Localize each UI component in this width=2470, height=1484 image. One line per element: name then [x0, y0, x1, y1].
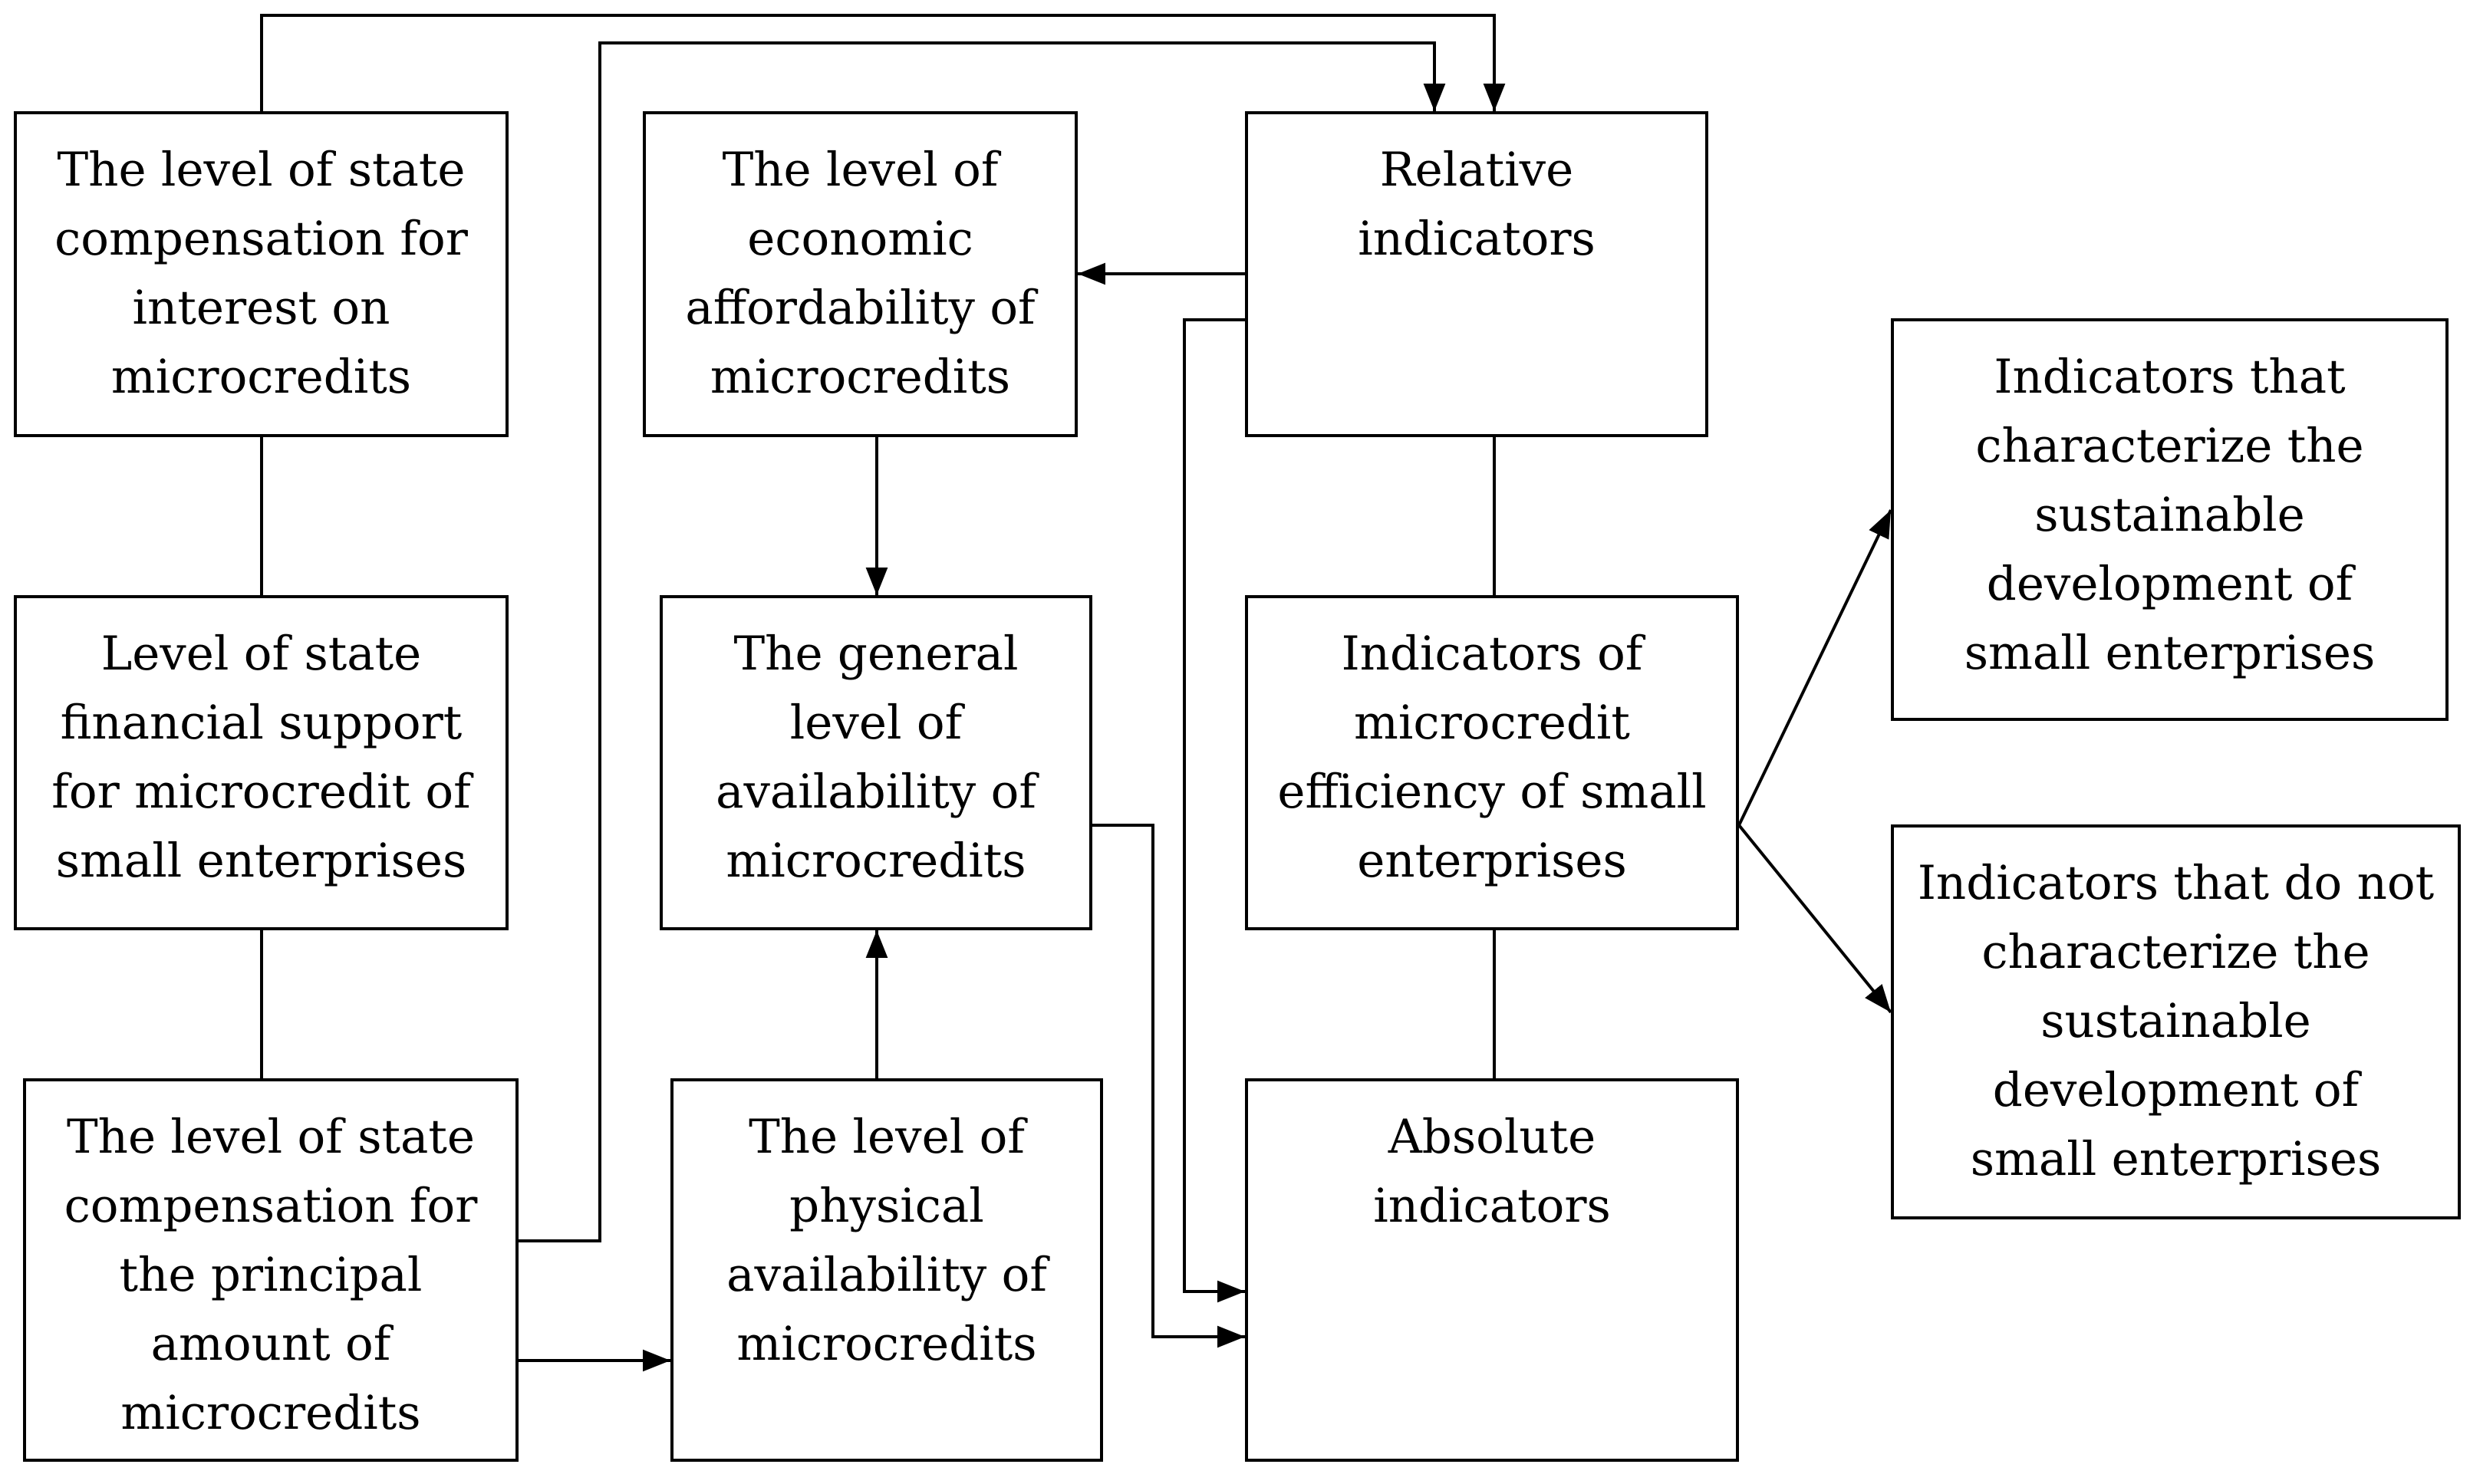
label-physical-availability: The level of physical availability of mi…	[726, 1110, 1047, 1371]
arrow-general-to-absolute	[1092, 824, 1245, 1348]
box-sustainable-not-characterizing: Indicators that do not characterize the …	[1891, 824, 2461, 1219]
box-state-compensation-principal: The level of state compensation for the …	[23, 1078, 519, 1462]
box-relative-indicators: Relative indicators	[1245, 111, 1708, 437]
box-state-financial-support: Level of state financial support for mic…	[14, 595, 509, 930]
box-absolute-indicators: Absolute indicators	[1245, 1078, 1739, 1462]
label-state-compensation-principal: The level of state compensation for the …	[64, 1110, 478, 1440]
arrow-efficiency-to-characterizing	[1737, 509, 1892, 826]
label-sustainable-not-characterizing: Indicators that do not characterize the …	[1917, 856, 2435, 1186]
box-general-availability: The general level of availability of mic…	[660, 595, 1092, 930]
box-sustainable-characterizing: Indicators that characterize the sustain…	[1891, 318, 2449, 721]
box-efficiency-indicators: Indicators of microcredit efficiency of …	[1245, 595, 1739, 930]
arrow-principal-to-relative	[519, 41, 1446, 1242]
label-general-availability: The general level of availability of mic…	[716, 627, 1036, 888]
box-state-compensation-interest: The level of state compensation for inte…	[14, 111, 509, 437]
box-physical-availability: The level of physical availability of mi…	[670, 1078, 1103, 1462]
label-efficiency-indicators: Indicators of microcredit efficiency of …	[1277, 627, 1707, 888]
label-state-financial-support: Level of state financial support for mic…	[51, 627, 471, 888]
arrow-relative-to-absolute	[1183, 318, 1245, 1303]
label-sustainable-characterizing: Indicators that characterize the sustain…	[1964, 350, 2376, 680]
arrow-efficiency-to-not-characterizing	[1737, 824, 1892, 1014]
label-economic-affordability: The level of economic affordability of m…	[685, 143, 1036, 404]
arrow-interest-to-relative	[260, 14, 1506, 111]
label-relative-indicators: Relative indicators	[1358, 143, 1596, 266]
label-absolute-indicators: Absolute indicators	[1373, 1110, 1611, 1233]
box-economic-affordability: The level of economic affordability of m…	[643, 111, 1078, 437]
label-state-compensation-interest: The level of state compensation for inte…	[54, 143, 468, 404]
